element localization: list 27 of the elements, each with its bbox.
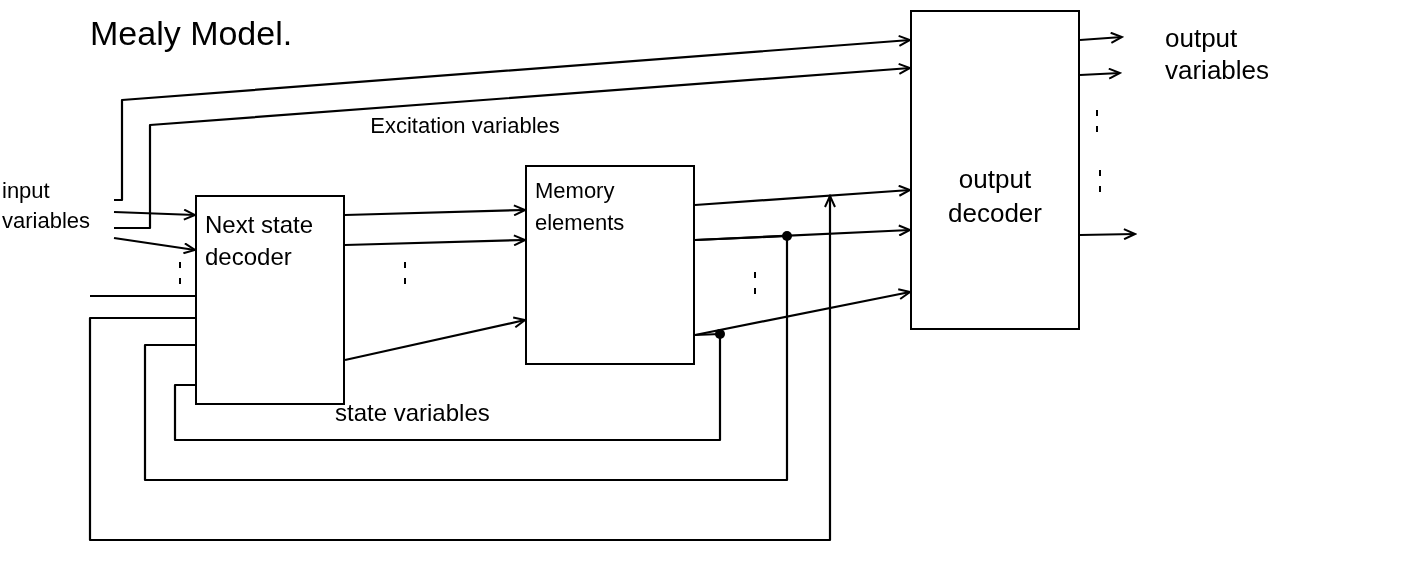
connector: [113, 34, 911, 202]
connector: [694, 288, 911, 337]
connector: [1079, 31, 1123, 44]
process-box: [195, 195, 345, 405]
title: Mealy Model.: [90, 13, 293, 54]
connector: [173, 332, 722, 442]
node-text: Next state decoder: [205, 210, 315, 272]
node-text: input variables: [2, 177, 92, 235]
connector: [113, 236, 196, 255]
process-box: [525, 165, 695, 365]
connector: [694, 184, 911, 207]
connector: [113, 208, 196, 221]
connector: [143, 234, 789, 482]
connector: [344, 316, 526, 362]
connector: [1079, 67, 1121, 80]
annotation-label: Excitation variables: [370, 112, 560, 140]
connector: [90, 294, 195, 298]
process-box: [910, 10, 1080, 330]
node-text: output decoder: [947, 163, 1043, 230]
connector: [344, 204, 526, 217]
connector: [88, 195, 836, 542]
connector: [114, 62, 911, 230]
connector: [344, 234, 526, 247]
annotation-label: state variables: [335, 398, 491, 428]
connector: [1080, 228, 1136, 241]
node-text: Memory elements: [535, 177, 626, 237]
annotation-label: output variables: [1165, 22, 1271, 86]
